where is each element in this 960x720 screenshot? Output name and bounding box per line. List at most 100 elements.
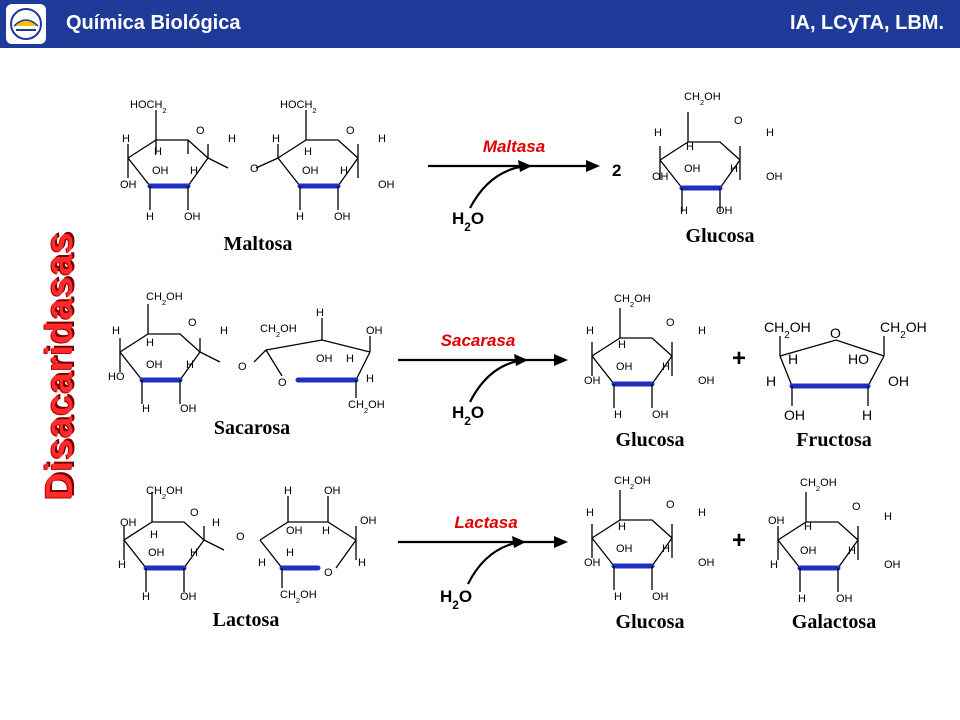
svg-text:OH: OH xyxy=(120,179,137,191)
svg-text:O: O xyxy=(250,163,259,175)
maltose-structure: HOCH2 HOCH2 O O O H H H H H H OH OH H OH… xyxy=(120,99,395,223)
fructose-product: CH2OH O CH2OH H HO H OH OH H xyxy=(764,319,927,423)
svg-text:H: H xyxy=(884,511,892,523)
svg-text:H: H xyxy=(788,351,798,367)
svg-text:H: H xyxy=(220,325,228,337)
svg-text:O: O xyxy=(196,125,205,137)
svg-text:H: H xyxy=(766,373,776,389)
svg-text:H: H xyxy=(686,141,694,153)
svg-text:OH: OH xyxy=(360,515,377,527)
svg-text:H: H xyxy=(586,325,594,337)
svg-text:O: O xyxy=(324,567,333,579)
glucose-product: CH2OH O H H H OH OH H OH H OH xyxy=(584,293,715,421)
svg-text:O: O xyxy=(666,317,675,329)
svg-text:H: H xyxy=(340,165,348,177)
svg-text:H: H xyxy=(190,547,198,559)
svg-text:HOCH2: HOCH2 xyxy=(130,99,167,115)
svg-text:O: O xyxy=(238,361,247,373)
svg-text:H: H xyxy=(618,521,626,533)
svg-text:H: H xyxy=(862,407,872,423)
course-title: Química Biológica xyxy=(66,12,241,34)
svg-text:H: H xyxy=(304,146,312,158)
svg-text:OH: OH xyxy=(302,165,319,177)
svg-text:OH: OH xyxy=(148,547,165,559)
svg-text:OH: OH xyxy=(378,179,395,191)
svg-text:CH2OH: CH2OH xyxy=(348,399,385,415)
svg-text:H: H xyxy=(378,133,386,145)
svg-text:H: H xyxy=(654,127,662,139)
svg-text:OH: OH xyxy=(146,359,163,371)
svg-text:OH: OH xyxy=(286,525,303,537)
water-label: H2O xyxy=(440,587,472,612)
product-name-glucosa: Glucosa xyxy=(686,225,755,247)
svg-text:OH: OH xyxy=(180,403,197,415)
svg-text:O: O xyxy=(734,115,743,127)
svg-text:OH: OH xyxy=(652,409,669,421)
svg-text:OH: OH xyxy=(884,559,901,571)
svg-text:H: H xyxy=(118,559,126,571)
lactose-structure: CH2OH O O OH H H H OH H H OH H OH OH H O… xyxy=(118,485,377,605)
enzyme-sacarasa: Sacarasa xyxy=(441,331,516,350)
svg-text:H: H xyxy=(212,517,220,529)
svg-text:OH: OH xyxy=(616,361,633,373)
svg-text:H: H xyxy=(770,559,778,571)
svg-text:O: O xyxy=(852,501,861,513)
svg-text:OH: OH xyxy=(324,485,341,497)
svg-text:CH2OH: CH2OH xyxy=(764,319,811,341)
svg-text:H: H xyxy=(272,133,280,145)
svg-text:OH: OH xyxy=(784,407,805,423)
svg-text:H: H xyxy=(150,529,158,541)
svg-text:OH: OH xyxy=(652,171,669,183)
svg-text:OH: OH xyxy=(584,557,601,569)
svg-text:HO: HO xyxy=(108,371,125,383)
substrate-name-maltosa: Maltosa xyxy=(224,233,293,255)
svg-text:O: O xyxy=(346,125,355,137)
svg-text:H: H xyxy=(662,361,670,373)
water-label: H2O xyxy=(452,403,484,428)
svg-text:H: H xyxy=(366,373,374,385)
svg-text:CH2OH: CH2OH xyxy=(800,477,837,493)
svg-text:O: O xyxy=(666,499,675,511)
svg-text:HO: HO xyxy=(848,351,869,367)
svg-text:H: H xyxy=(190,165,198,177)
svg-text:OH: OH xyxy=(684,163,701,175)
svg-text:O: O xyxy=(830,325,841,341)
water-label: H2O xyxy=(452,209,484,234)
svg-text:H: H xyxy=(154,146,162,158)
svg-text:OH: OH xyxy=(366,325,383,337)
product-name-glucosa: Glucosa xyxy=(616,429,685,451)
svg-text:O: O xyxy=(236,531,245,543)
svg-text:H: H xyxy=(798,593,806,605)
svg-text:H: H xyxy=(848,545,856,557)
sucrose-structure: CH2OH O O H H H HO OH H H OH CH2OH H OH … xyxy=(108,291,385,415)
svg-text:OH: OH xyxy=(698,375,715,387)
svg-text:OH: OH xyxy=(800,545,817,557)
substrate-name-sacarosa: Sacarosa xyxy=(214,417,290,439)
enzyme-lactasa: Lactasa xyxy=(454,513,517,532)
svg-text:OH: OH xyxy=(768,515,785,527)
svg-text:H: H xyxy=(322,525,330,537)
header-bar: Química Biológica IA, LCyTA, LBM. xyxy=(0,0,960,48)
plus-sign: + xyxy=(732,345,746,372)
svg-text:CH2OH: CH2OH xyxy=(684,91,721,107)
svg-text:OH: OH xyxy=(652,591,669,603)
svg-text:OH: OH xyxy=(120,517,137,529)
svg-text:OH: OH xyxy=(716,205,733,217)
svg-text:OH: OH xyxy=(316,353,333,365)
svg-text:OH: OH xyxy=(152,165,169,177)
svg-text:CH2OH: CH2OH xyxy=(260,323,297,339)
product-name-glucosa: Glucosa xyxy=(616,611,685,633)
glucose-product: CH2OH O H H H OH OH H OH H OH xyxy=(652,91,783,217)
svg-text:CH2OH: CH2OH xyxy=(146,485,183,501)
product-name-fructosa: Fructosa xyxy=(796,429,872,451)
svg-text:OH: OH xyxy=(766,171,783,183)
programs-label: IA, LCyTA, LBM. xyxy=(789,12,944,34)
svg-text:H: H xyxy=(730,163,738,175)
product-name-galactosa: Galactosa xyxy=(792,611,876,633)
galactose-product: CH2OH O OH H H H OH H OH H OH xyxy=(768,477,901,605)
svg-text:H: H xyxy=(614,591,622,603)
svg-text:OH: OH xyxy=(616,543,633,555)
stoichiometric-coefficient: 2 xyxy=(612,161,621,180)
svg-text:OH: OH xyxy=(334,211,351,223)
